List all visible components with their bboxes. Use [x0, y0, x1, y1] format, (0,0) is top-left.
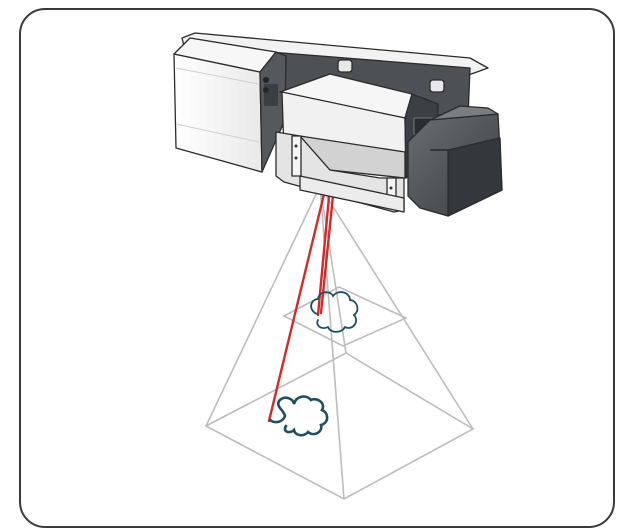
laser-beam-far: [267, 184, 328, 423]
projector-device: [173, 32, 503, 217]
pyramid-edge-left: [205, 185, 321, 427]
pyramid-edge-top: [319, 185, 347, 354]
pyramid-edge-right: [319, 185, 474, 430]
pyramid-edge-bottom: [319, 185, 345, 500]
small-projection-plane: [282, 286, 408, 347]
cloud-pattern-small: [310, 291, 359, 333]
cloud-pattern-large: [268, 395, 329, 437]
large-projection-plane: [204, 352, 475, 500]
laser-beams: [267, 184, 336, 423]
left-housing: [173, 53, 263, 173]
projection-pyramid: [204, 185, 475, 500]
projector-diagram: [173, 32, 503, 500]
